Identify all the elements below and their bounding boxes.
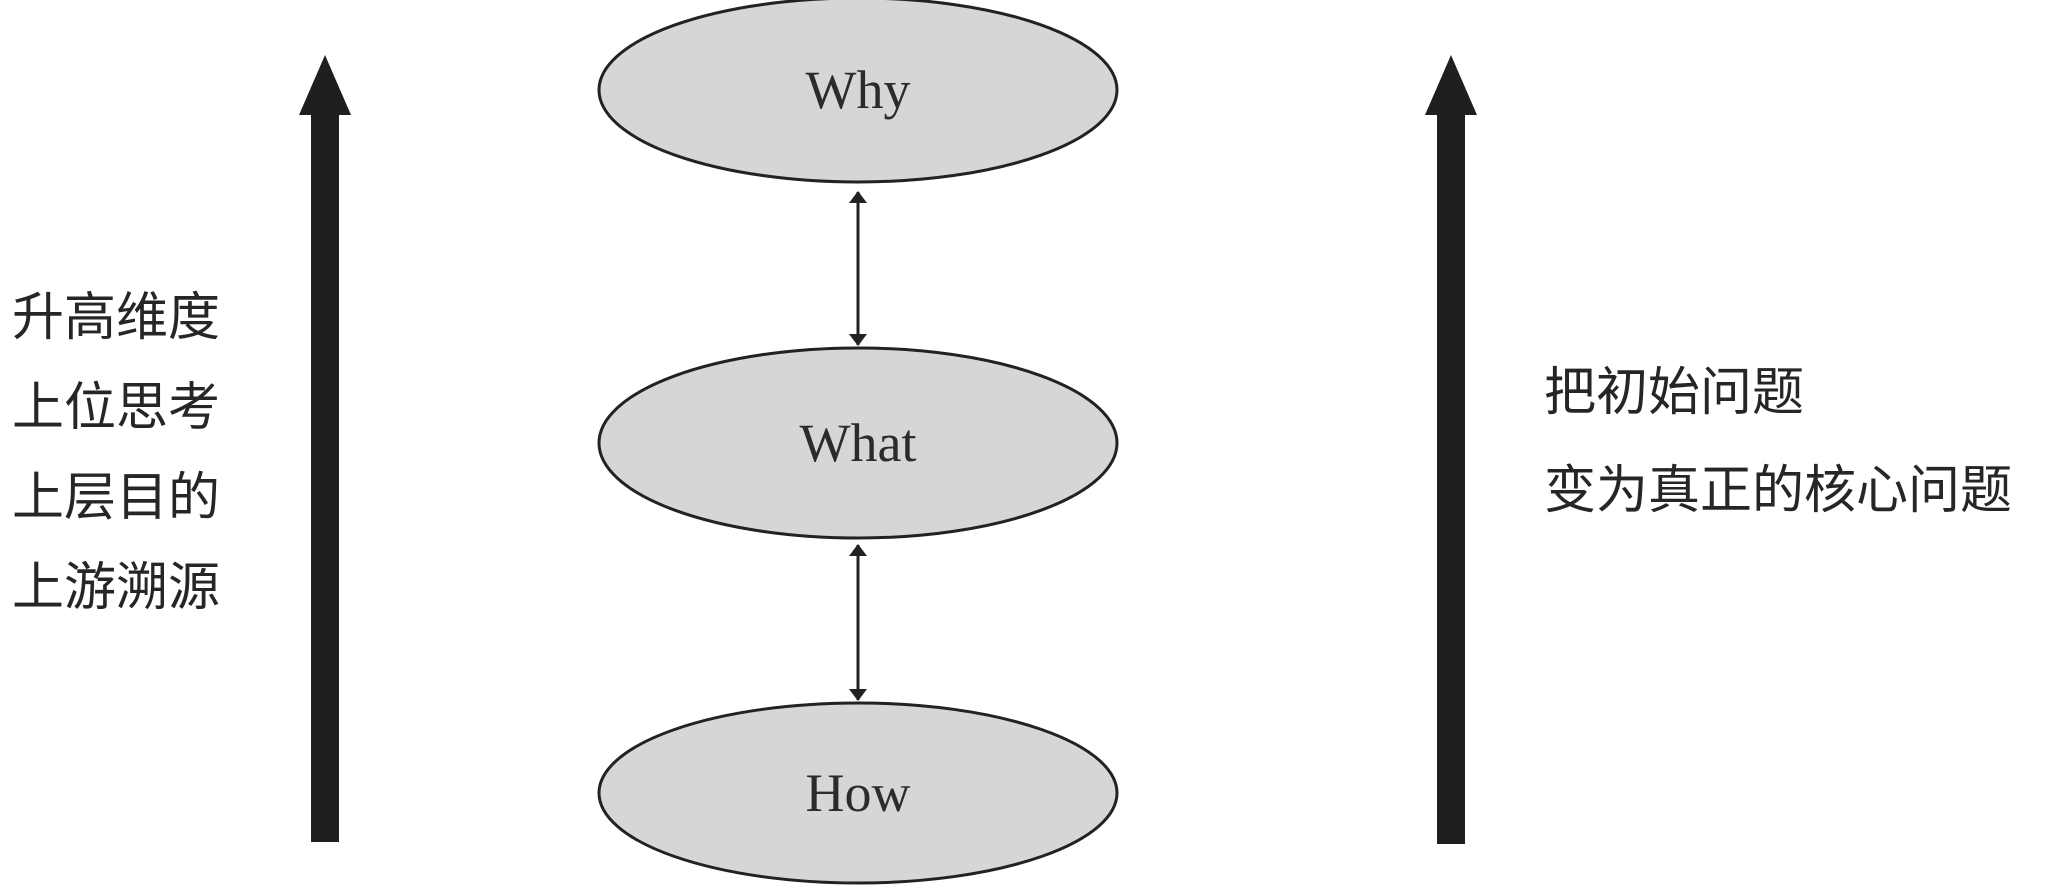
- right-label-line-1: 把初始问题: [1544, 363, 1804, 423]
- right-label-group: 把初始问题 变为真正的核心问题: [1544, 363, 2012, 521]
- left-label-line-3: 上层目的: [12, 468, 220, 528]
- how-node: How: [597, 701, 1119, 885]
- right-upward-arrow: [1425, 55, 1477, 844]
- left-label-line-2: 上位思考: [12, 378, 220, 438]
- right-arrow-head: [1425, 55, 1477, 115]
- left-label-group: 升高维度 上位思考 上层目的 上游溯源: [12, 288, 220, 618]
- left-arrow-head: [299, 55, 351, 115]
- why-node: Why: [597, 0, 1119, 184]
- what-label: What: [800, 413, 917, 473]
- right-arrow-shaft: [1437, 112, 1465, 844]
- right-label-line-2: 变为真正的核心问题: [1544, 461, 2012, 521]
- how-ellipse: [597, 701, 1119, 885]
- what-node: What: [597, 346, 1119, 540]
- why-ellipse: [597, 0, 1119, 184]
- left-label-line-4: 上游溯源: [12, 558, 220, 618]
- what-ellipse: [597, 346, 1119, 540]
- left-upward-arrow: [299, 55, 351, 842]
- why-label: Why: [806, 60, 911, 120]
- left-arrow-shaft: [311, 112, 339, 842]
- left-label-line-1: 升高维度: [12, 288, 220, 348]
- how-label: How: [806, 763, 911, 823]
